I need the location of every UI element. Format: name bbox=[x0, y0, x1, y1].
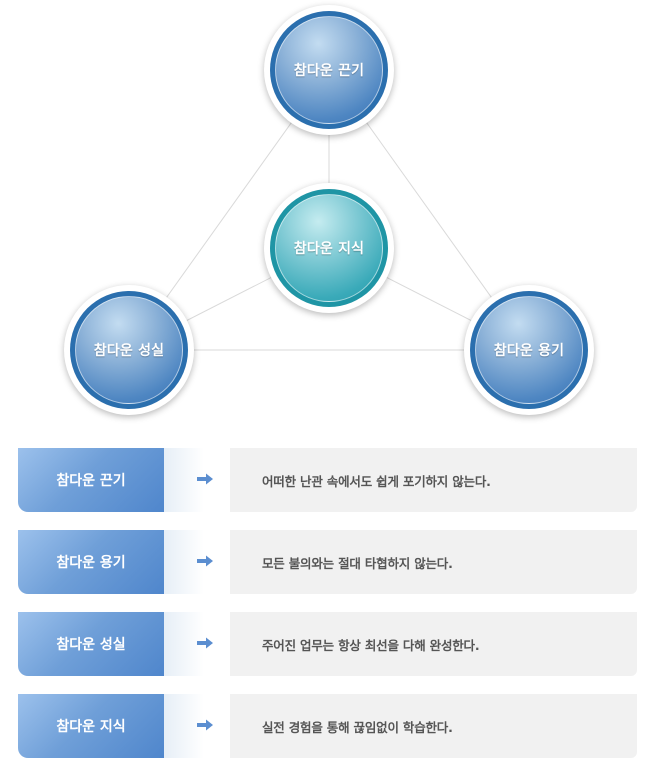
arrow-right-icon bbox=[197, 473, 213, 485]
value-description-box: 어떠한 난관 속에서도 쉽게 포기하지 않는다. bbox=[230, 448, 637, 512]
value-description-box: 주어진 업무는 항상 최선을 다해 완성한다. bbox=[230, 612, 637, 676]
arrow-right-icon bbox=[197, 555, 213, 567]
value-title-pill: 참다운 성실 bbox=[18, 612, 204, 676]
arrow-right-icon bbox=[197, 637, 213, 649]
value-title-pill: 참다운 끈기 bbox=[18, 448, 204, 512]
value-title: 참다운 끈기 bbox=[56, 473, 126, 489]
node-label: 참다운 끈기 bbox=[293, 63, 365, 79]
value-title: 참다운 성실 bbox=[56, 637, 126, 653]
value-description: 어떠한 난관 속에서도 쉽게 포기하지 않는다. bbox=[262, 473, 491, 489]
value-row-courage: 참다운 용기 모든 불의와는 절대 타협하지 않는다. bbox=[18, 530, 638, 596]
value-row-sincerity: 참다운 성실 주어진 업무는 항상 최선을 다해 완성한다. bbox=[18, 612, 638, 678]
node-knowledge: 참다운 지식 bbox=[264, 183, 394, 313]
value-description: 모든 불의와는 절대 타협하지 않는다. bbox=[262, 555, 453, 571]
value-title: 참다운 지식 bbox=[56, 719, 126, 735]
value-description: 실전 경험을 통해 끊임없이 학습한다. bbox=[262, 719, 453, 735]
node-label: 참다운 성실 bbox=[93, 343, 165, 359]
node-courage: 참다운 용기 bbox=[464, 285, 594, 415]
node-label: 참다운 용기 bbox=[493, 343, 565, 359]
node-sincerity: 참다운 성실 bbox=[64, 285, 194, 415]
node-perseverance: 참다운 끈기 bbox=[264, 5, 394, 135]
values-diagram: 참다운 끈기 참다운 지식 참다운 성실 참다운 용기 bbox=[64, 5, 594, 415]
value-description-box: 실전 경험을 통해 끊임없이 학습한다. bbox=[230, 694, 637, 758]
value-title-pill: 참다운 지식 bbox=[18, 694, 204, 758]
node-label: 참다운 지식 bbox=[293, 241, 365, 257]
value-row-knowledge: 참다운 지식 실전 경험을 통해 끊임없이 학습한다. bbox=[18, 694, 638, 760]
value-title-pill: 참다운 용기 bbox=[18, 530, 204, 594]
value-row-perseverance: 참다운 끈기 어떠한 난관 속에서도 쉽게 포기하지 않는다. bbox=[18, 448, 638, 514]
value-title: 참다운 용기 bbox=[56, 555, 126, 571]
arrow-right-icon bbox=[197, 719, 213, 731]
value-description: 주어진 업무는 항상 최선을 다해 완성한다. bbox=[262, 637, 480, 653]
value-description-box: 모든 불의와는 절대 타협하지 않는다. bbox=[230, 530, 637, 594]
